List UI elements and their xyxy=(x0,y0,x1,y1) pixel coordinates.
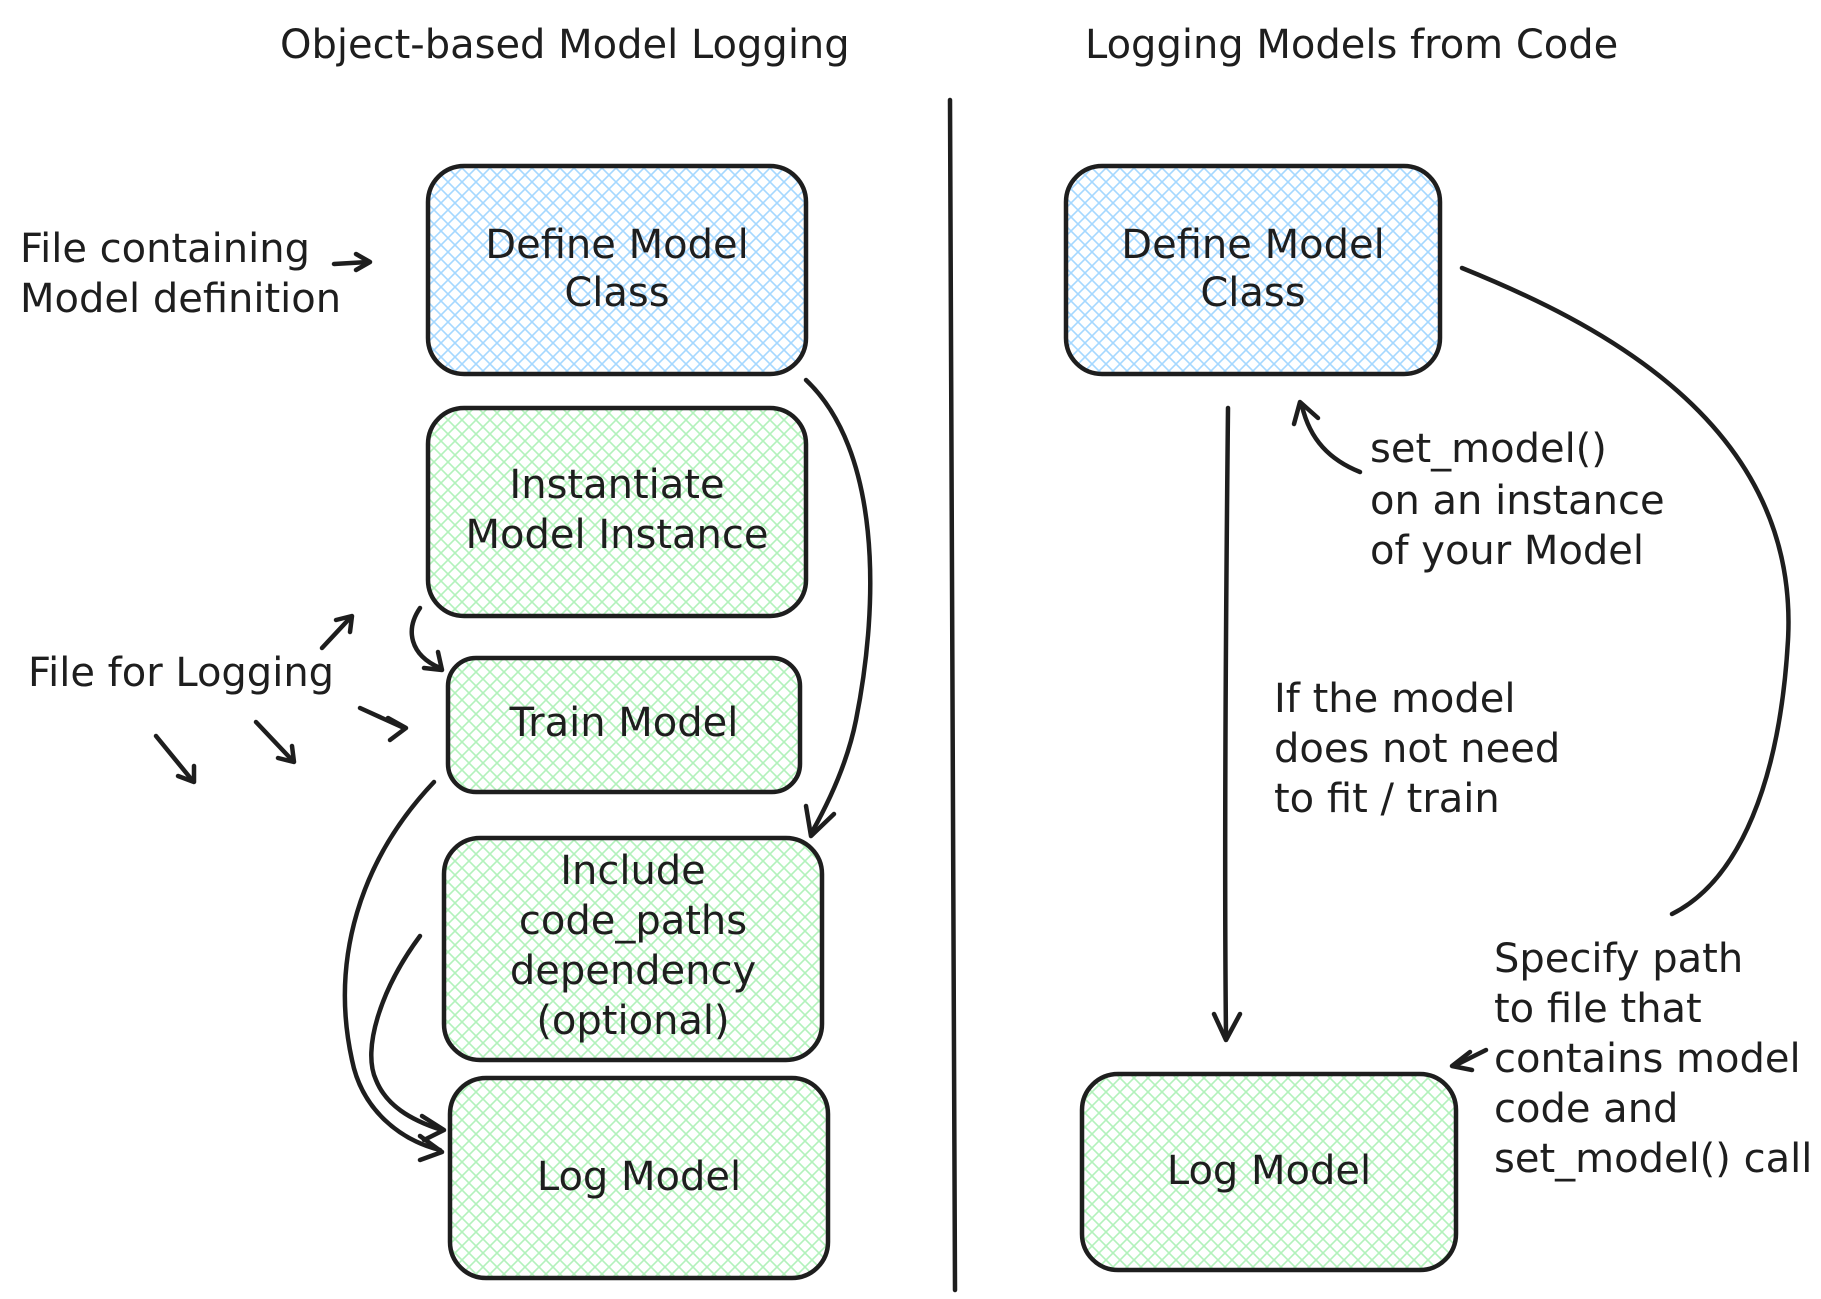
note-specify-line-2: to file that xyxy=(1494,986,1702,1032)
arrow-logging-up xyxy=(319,613,355,651)
arrow-specify-to-log xyxy=(1449,1047,1489,1073)
arrow-logging-right xyxy=(357,705,409,743)
arrow-train-to-log xyxy=(342,779,445,1163)
note-set-model-line-3: of your Model xyxy=(1370,528,1644,574)
left-instantiate-line-2: Model Instance xyxy=(466,512,769,558)
left-include-line-3: dependency xyxy=(510,948,756,994)
right-log-line-1: Log Model xyxy=(1167,1148,1371,1194)
left-instantiate-box: Instantiate Model Instance xyxy=(425,405,809,619)
curve-define-to-specify xyxy=(1459,265,1791,917)
column-divider xyxy=(947,97,958,1293)
left-log-model-box: Log Model xyxy=(447,1075,831,1281)
note-specify-line-4: code and xyxy=(1494,1086,1678,1132)
note-file-logging: File for Logging xyxy=(28,650,334,696)
note-set-model-line-2: on an instance xyxy=(1370,478,1665,524)
right-title: Logging Models from Code xyxy=(1085,22,1618,68)
left-define-line-1: Define Model xyxy=(485,222,748,268)
arrow-include-to-log xyxy=(369,933,447,1143)
left-include-line-1: Include xyxy=(560,848,706,894)
left-title: Object-based Model Logging xyxy=(280,22,850,68)
arrow-define-to-include xyxy=(803,377,873,839)
arrow-right-define-to-log xyxy=(1211,405,1243,1043)
note-file-model-line-2: Model definition xyxy=(20,276,341,322)
note-no-fit-line-2: does not need xyxy=(1274,726,1560,772)
left-define-line-2: Class xyxy=(564,270,669,316)
left-train-line-1: Train Model xyxy=(509,700,739,746)
arrow-note-to-define xyxy=(331,251,373,273)
note-no-fit-line-1: If the model xyxy=(1274,676,1516,722)
arrow-logging-down-2 xyxy=(153,733,197,785)
left-instantiate-line-1: Instantiate xyxy=(509,462,724,508)
right-define-line-1: Define Model xyxy=(1121,222,1384,268)
left-include-box: Include code_paths dependency (optional) xyxy=(441,835,825,1063)
arrow-logging-down-1 xyxy=(253,719,297,765)
note-no-fit-line-3: to fit / train xyxy=(1274,776,1500,822)
right-define-line-2: Class xyxy=(1200,270,1305,316)
right-log-model-box: Log Model xyxy=(1079,1071,1459,1273)
left-train-box: Train Model xyxy=(445,655,803,795)
left-include-line-2: code_paths xyxy=(519,898,747,944)
note-file-model-line-1: File containing xyxy=(20,226,310,272)
arrow-set-model-to-define xyxy=(1291,399,1363,475)
arrow-instantiate-to-train xyxy=(409,605,445,673)
left-include-line-4: (optional) xyxy=(536,998,729,1044)
note-set-model-line-1: set_model() xyxy=(1370,426,1607,472)
note-specify-line-3: contains model xyxy=(1494,1036,1801,1082)
note-specify-line-1: Specify path xyxy=(1494,936,1743,982)
note-specify-line-5: set_model() call xyxy=(1494,1136,1812,1182)
right-define-model-box: Define Model Class xyxy=(1063,163,1443,377)
left-define-model-box: Define Model Class xyxy=(425,163,809,377)
left-log-line-1: Log Model xyxy=(537,1154,741,1200)
